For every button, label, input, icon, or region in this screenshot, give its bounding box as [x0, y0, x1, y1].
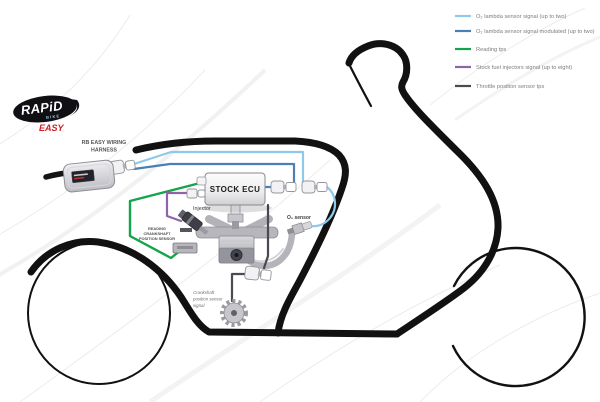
swirl-line — [19, 159, 331, 402]
swirl-line — [0, 14, 131, 145]
wires — [128, 150, 337, 303]
logo-easy-text: EASY — [39, 123, 65, 133]
spark-plug-thread — [232, 221, 239, 229]
connector-pin — [283, 185, 286, 189]
swirl-line — [419, 292, 600, 402]
ecu-right-connector — [270, 180, 297, 194]
top-frame-line — [132, 137, 349, 337]
crank-label-line3: signal — [193, 303, 205, 308]
crank-label-line2: position sensor — [192, 297, 223, 302]
reading-label-line2: CRANKSHAFT — [143, 231, 171, 236]
reading-sensor-module — [172, 242, 198, 254]
background-swirls — [0, 7, 600, 402]
swirl-line — [148, 202, 442, 402]
legend-label: O₂ lambda sensor signal modulated (up to… — [476, 29, 595, 35]
swirl-line — [454, 35, 600, 122]
swirl-line — [0, 68, 267, 277]
connectors — [109, 159, 328, 281]
swirl-line — [0, 69, 206, 235]
wire-tps-lower — [230, 272, 248, 303]
gear-teeth — [220, 299, 248, 327]
module-label — [71, 169, 95, 184]
connector-pin — [257, 271, 262, 277]
connector-half — [270, 180, 285, 194]
crankshaft-gear — [220, 299, 248, 327]
injector-cap — [177, 209, 187, 219]
component-labels: RB EASY WIRING HARNESS Injector READING … — [82, 140, 311, 308]
wire-o2-lambda-to-sensor — [310, 185, 337, 228]
crank-signal-connector — [244, 265, 272, 281]
logo-brand-text: RAPiD — [20, 98, 64, 118]
o2-sensor-tip — [286, 227, 295, 235]
wire-injector — [165, 191, 190, 223]
logo-swoosh-tail — [70, 99, 80, 116]
connector-half — [316, 182, 328, 192]
legend-label: Throttle position sensor tps — [476, 84, 544, 90]
rear-body-outline — [345, 40, 502, 338]
module-case-inner — [66, 163, 112, 189]
legend: O₂ lambda sensor signal (up to two) O₂ l… — [455, 14, 595, 90]
piston-eye-center — [234, 253, 239, 257]
exhaust-pipe — [243, 227, 296, 270]
legend-item: O₂ lambda sensor signal modulated (up to… — [455, 29, 595, 35]
wire-o2-modulated — [132, 162, 296, 185]
o2-sensor-device — [286, 221, 313, 235]
reading-sensor-slot — [177, 246, 193, 249]
connector-half — [260, 269, 272, 281]
reading-label-line3: POSITION SENSOR — [139, 236, 175, 241]
o2-sensor-label: O₂ sensor — [287, 215, 311, 221]
legend-item: Throttle position sensor tps — [455, 84, 544, 90]
swirl-line — [429, 7, 586, 106]
legend-label: O₂ lambda sensor signal (up to two) — [476, 14, 567, 20]
connector-half — [125, 159, 136, 171]
scooter-silhouette — [27, 40, 586, 388]
o2-wire-connector — [301, 180, 328, 194]
connector-half — [301, 180, 316, 194]
connector-half — [285, 182, 297, 192]
ecu-box — [204, 172, 266, 206]
front-wheel-swoosh — [27, 237, 401, 338]
head-detail — [180, 228, 192, 232]
harness-cable — [43, 170, 69, 180]
module-label-line — [73, 173, 88, 177]
rear-wheel — [451, 246, 586, 388]
connector-pin — [314, 185, 317, 189]
connector-half — [244, 265, 260, 281]
legend-item: Stock fuel injectors signal (up to eight… — [455, 65, 572, 71]
legend-item: O₂ lambda sensor signal (up to two) — [455, 14, 567, 20]
connector-half — [197, 189, 206, 198]
spark-plug-hex — [227, 213, 244, 223]
harness-label-line1: RB EASY WIRING — [82, 140, 127, 146]
legend-item: Reading tps — [455, 47, 507, 53]
connector-half — [186, 188, 198, 199]
injector-device — [177, 209, 209, 235]
injector-label: Injector — [193, 206, 211, 212]
reading-label-line1: READING — [148, 226, 166, 231]
injector-band — [185, 214, 195, 225]
rapid-bike-logo: RAPiD BIKE EASY — [13, 95, 80, 133]
legend-label: Reading tps — [476, 47, 507, 53]
module-label-line-red — [74, 176, 85, 180]
o2-sensor-body — [301, 221, 313, 231]
handlebar-stem — [347, 62, 373, 108]
gear-hub — [231, 310, 237, 316]
ecu-shadow — [202, 203, 272, 213]
legend-label: Stock fuel injectors signal (up to eight… — [476, 65, 572, 71]
ecu-label: STOCK ECU — [210, 185, 261, 194]
rb-easy-module — [43, 159, 116, 193]
logo-swoosh — [13, 95, 77, 123]
module-body — [62, 159, 116, 193]
crank-label-line1: Crankshaft — [193, 290, 215, 295]
harness-label-line2: HARNESS — [91, 148, 117, 154]
wire-o2-lambda — [132, 150, 305, 186]
ecu-green-connector — [196, 176, 207, 186]
wire-tps-upper — [262, 203, 270, 270]
injector-nozzle — [198, 225, 209, 235]
injector-signal-connector — [186, 188, 206, 199]
stock-ecu: STOCK ECU — [196, 172, 272, 213]
logo-sub-text: BIKE — [46, 113, 61, 120]
